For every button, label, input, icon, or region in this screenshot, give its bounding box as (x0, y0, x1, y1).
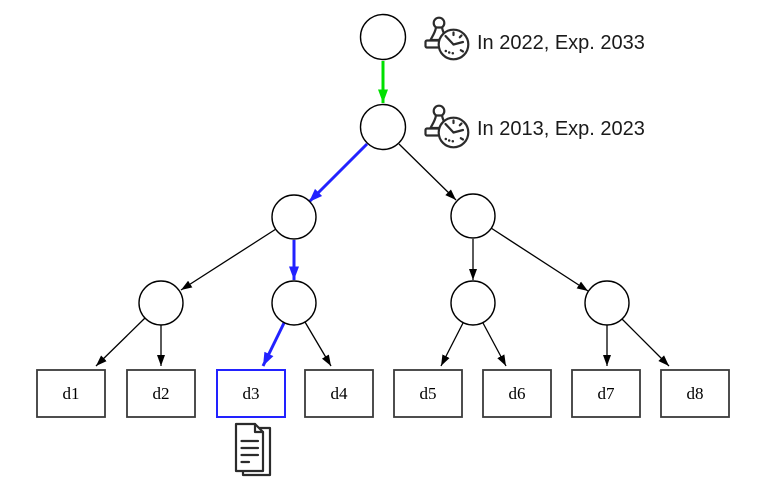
annotation-row-1: In 2022, Exp. 2033 (424, 16, 645, 61)
stamp-clock-icon (424, 104, 470, 149)
leaf-box-d6: d6 (482, 369, 552, 418)
leaf-label-d7: d7 (598, 384, 616, 403)
leaf-label-d5: d5 (420, 384, 437, 403)
edge-node-e-to-d6 (482, 322, 507, 367)
annotation-text-2: In 2013, Exp. 2023 (477, 118, 645, 140)
node-level3-c (450, 280, 496, 326)
leaf-box-d3-selected: d3 (216, 369, 286, 418)
stamp-clock-icon (424, 16, 470, 61)
tree-internal-nodes (138, 13, 630, 326)
node-level2-left (271, 194, 317, 240)
leaf-label-d2: d2 (153, 384, 170, 403)
node-level3-d (584, 280, 630, 326)
annotation-row-2: In 2013, Exp. 2023 (424, 104, 645, 149)
leaf-label-d3: d3 (243, 384, 260, 403)
node-level2-right (450, 193, 496, 239)
edge-node-c-to-d1 (95, 317, 146, 367)
edge-node-d-to-d3 (261, 322, 286, 367)
node-level3-a (138, 280, 184, 326)
edge-node1-to-left (307, 142, 369, 204)
leaf-box-d7: d7 (571, 369, 641, 418)
annotation-text-1: In 2022, Exp. 2033 (477, 32, 645, 54)
edge-node-e-to-d5 (440, 322, 464, 367)
tree-edges (95, 61, 670, 367)
leaf-box-d5: d5 (393, 369, 463, 418)
leaf-label-d1: d1 (63, 384, 80, 403)
node-level3-b (271, 280, 317, 326)
edge-node-f-to-d8 (621, 318, 670, 367)
leaf-box-d4: d4 (304, 369, 374, 418)
edge-node-d-to-d4 (304, 321, 332, 367)
edge-node1-to-right (398, 143, 457, 201)
leaf-label-d4: d4 (331, 384, 349, 403)
tree-leaves: d1 d2 d3 d4 d5 d6 d7 d8 (36, 369, 730, 418)
leaf-label-d8: d8 (687, 384, 704, 403)
node-level1 (359, 103, 407, 151)
node-root (359, 13, 407, 61)
edge-left-to-node-c (180, 228, 277, 291)
edge-right-to-node-f (490, 227, 589, 292)
leaf-box-d2: d2 (126, 369, 196, 418)
leaf-box-d8: d8 (660, 369, 730, 418)
leaf-label-d6: d6 (509, 384, 526, 403)
leaf-box-d1: d1 (36, 369, 106, 418)
documents-icon (234, 422, 272, 477)
